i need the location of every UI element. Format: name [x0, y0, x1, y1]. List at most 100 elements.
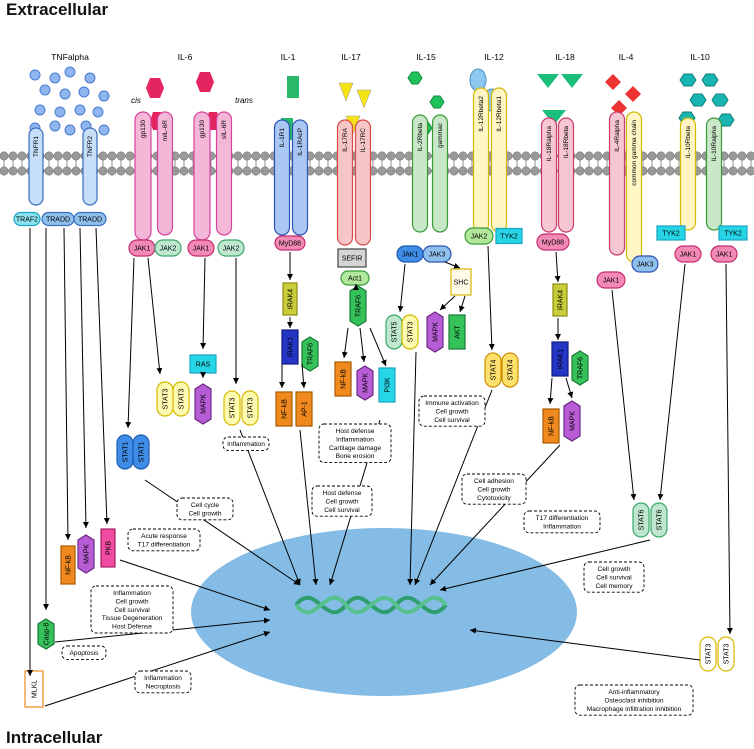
node-label: MAPK [84, 544, 91, 564]
pathway-arrow [144, 479, 301, 586]
receptor: IL-1R1 [273, 119, 291, 236]
node-label: TYK2 [662, 231, 680, 238]
node-label: MAPK [201, 394, 208, 414]
pathway-arrow [95, 227, 110, 525]
receptor: gp130 [134, 111, 152, 241]
node-label: STAT3 [163, 389, 170, 410]
pathway-arrow [554, 251, 561, 283]
signaling-node: JAK2 [464, 227, 494, 245]
signaling-node: JAK1 [674, 245, 702, 263]
receptor-label: IL-1R1 [279, 128, 286, 148]
receptor: mIL-6R [156, 111, 174, 236]
outcome-text: Apoptosis [70, 650, 100, 657]
signaling-node: JAK1 [187, 239, 215, 257]
cytokine-label: IL-1 [281, 52, 296, 62]
node-label: JAK1 [134, 246, 151, 253]
signaling-node: JAK1 [596, 271, 626, 289]
signaling-node: PI3K [378, 367, 396, 403]
node-label: JAK1 [193, 246, 210, 253]
outcome-text: Host defense [336, 428, 375, 435]
dna-helix-icon [294, 595, 448, 615]
node-label: STAT4 [508, 360, 515, 381]
node-label: STAT3 [230, 398, 237, 419]
signaling-node: JAK3 [422, 245, 452, 263]
pathway-arrow [44, 631, 271, 707]
outcome-text: Tissue Degeneration [102, 615, 163, 622]
outcome-text: Cell growth [598, 566, 631, 573]
signaling-node: JAK3 [631, 255, 659, 273]
outcome-text: Cell growth [436, 408, 469, 415]
node-label: JAK1 [680, 252, 697, 259]
signaling-node: STAT3 [156, 381, 174, 417]
node-label: IRAK1 [288, 337, 295, 357]
node-label: Casp-8 [44, 623, 51, 646]
pathway-arrow [429, 444, 561, 586]
signaling-node: JAK1 [710, 245, 738, 263]
receptor-label: IL-12Rbeta2 [478, 96, 485, 132]
outcome-text: Inflammation [144, 675, 182, 682]
signaling-node: TRAF6 [571, 350, 589, 386]
signaling-node: MyD88 [536, 233, 570, 251]
cytokine-label: IL-17 [341, 52, 361, 62]
node-label: TRADD [78, 217, 102, 224]
signaling-node: TYK2 [495, 227, 523, 245]
pathway-arrow [611, 289, 637, 501]
signaling-node: SHC [450, 268, 472, 296]
node-label: RAS [196, 362, 211, 369]
pathway-arrow [487, 245, 495, 351]
receptor: sIL-6R [215, 111, 233, 236]
signaling-node: AP-1 [295, 391, 313, 427]
node-label: STAT3 [706, 644, 713, 665]
node-label: STAT6 [657, 510, 664, 531]
pathway-arrow [359, 327, 367, 363]
cytokine-label: IL-12 [484, 52, 504, 62]
pathway-arrow [547, 377, 554, 405]
node-label: STAT1 [123, 442, 130, 463]
signaling-node: MAPK [426, 311, 444, 353]
node-label: JAK1 [603, 278, 620, 285]
outcome-text: Acute response [141, 533, 187, 540]
il4-ligand-icon [605, 74, 641, 116]
outcome-text: Anti-inflammatory [608, 689, 660, 696]
outcome-text: Immune activation [425, 400, 479, 407]
signaling-node: STAT5 [385, 314, 403, 350]
receptor-label: TNFR2 [87, 136, 94, 157]
signaling-node: STAT3 [717, 636, 735, 672]
receptor-label: sIL-6R [221, 120, 228, 139]
node-label: JAK2 [471, 234, 488, 241]
pathway-arrow [369, 327, 387, 367]
receptor-label: IL-18Ralpha [546, 126, 553, 162]
signaling-node: IRAK1 [281, 329, 299, 365]
receptor-label: gp130 [140, 120, 147, 138]
il6-cis-label: cis [131, 96, 141, 105]
signaling-node: MAPK [356, 365, 374, 401]
node-label: STAT3 [179, 389, 186, 410]
outcome-text: Cell adhesion [474, 478, 514, 485]
receptor-label: IL-4Ralpha [614, 120, 621, 152]
outcome-text: Cell growth [326, 498, 359, 505]
node-label: SEFIR [342, 256, 363, 263]
node-label: JAK2 [223, 246, 240, 253]
receptor: IL-10Ralpha [705, 117, 723, 231]
receptor-label: IL-10Ralpha [711, 126, 718, 162]
node-label: NF-kB [549, 416, 556, 436]
pathway-arrow [119, 559, 271, 611]
signaling-node: Act1 [340, 270, 370, 286]
signaling-node: NF-kB [542, 408, 560, 444]
node-label: TRADD [46, 217, 70, 224]
il18-ligand-icon [537, 74, 583, 125]
il6-trans-label: trans [235, 96, 253, 105]
cytokine-label: IL-15 [416, 52, 436, 62]
pathway-arrow [439, 295, 456, 311]
outcome-text: Cell survival [114, 607, 150, 614]
signaling-node: STAT4 [484, 352, 502, 388]
receptor: IL-2Rbeta [411, 114, 429, 233]
pathway-arrow [300, 363, 307, 389]
outcome-note: Inflammation [222, 436, 270, 451]
